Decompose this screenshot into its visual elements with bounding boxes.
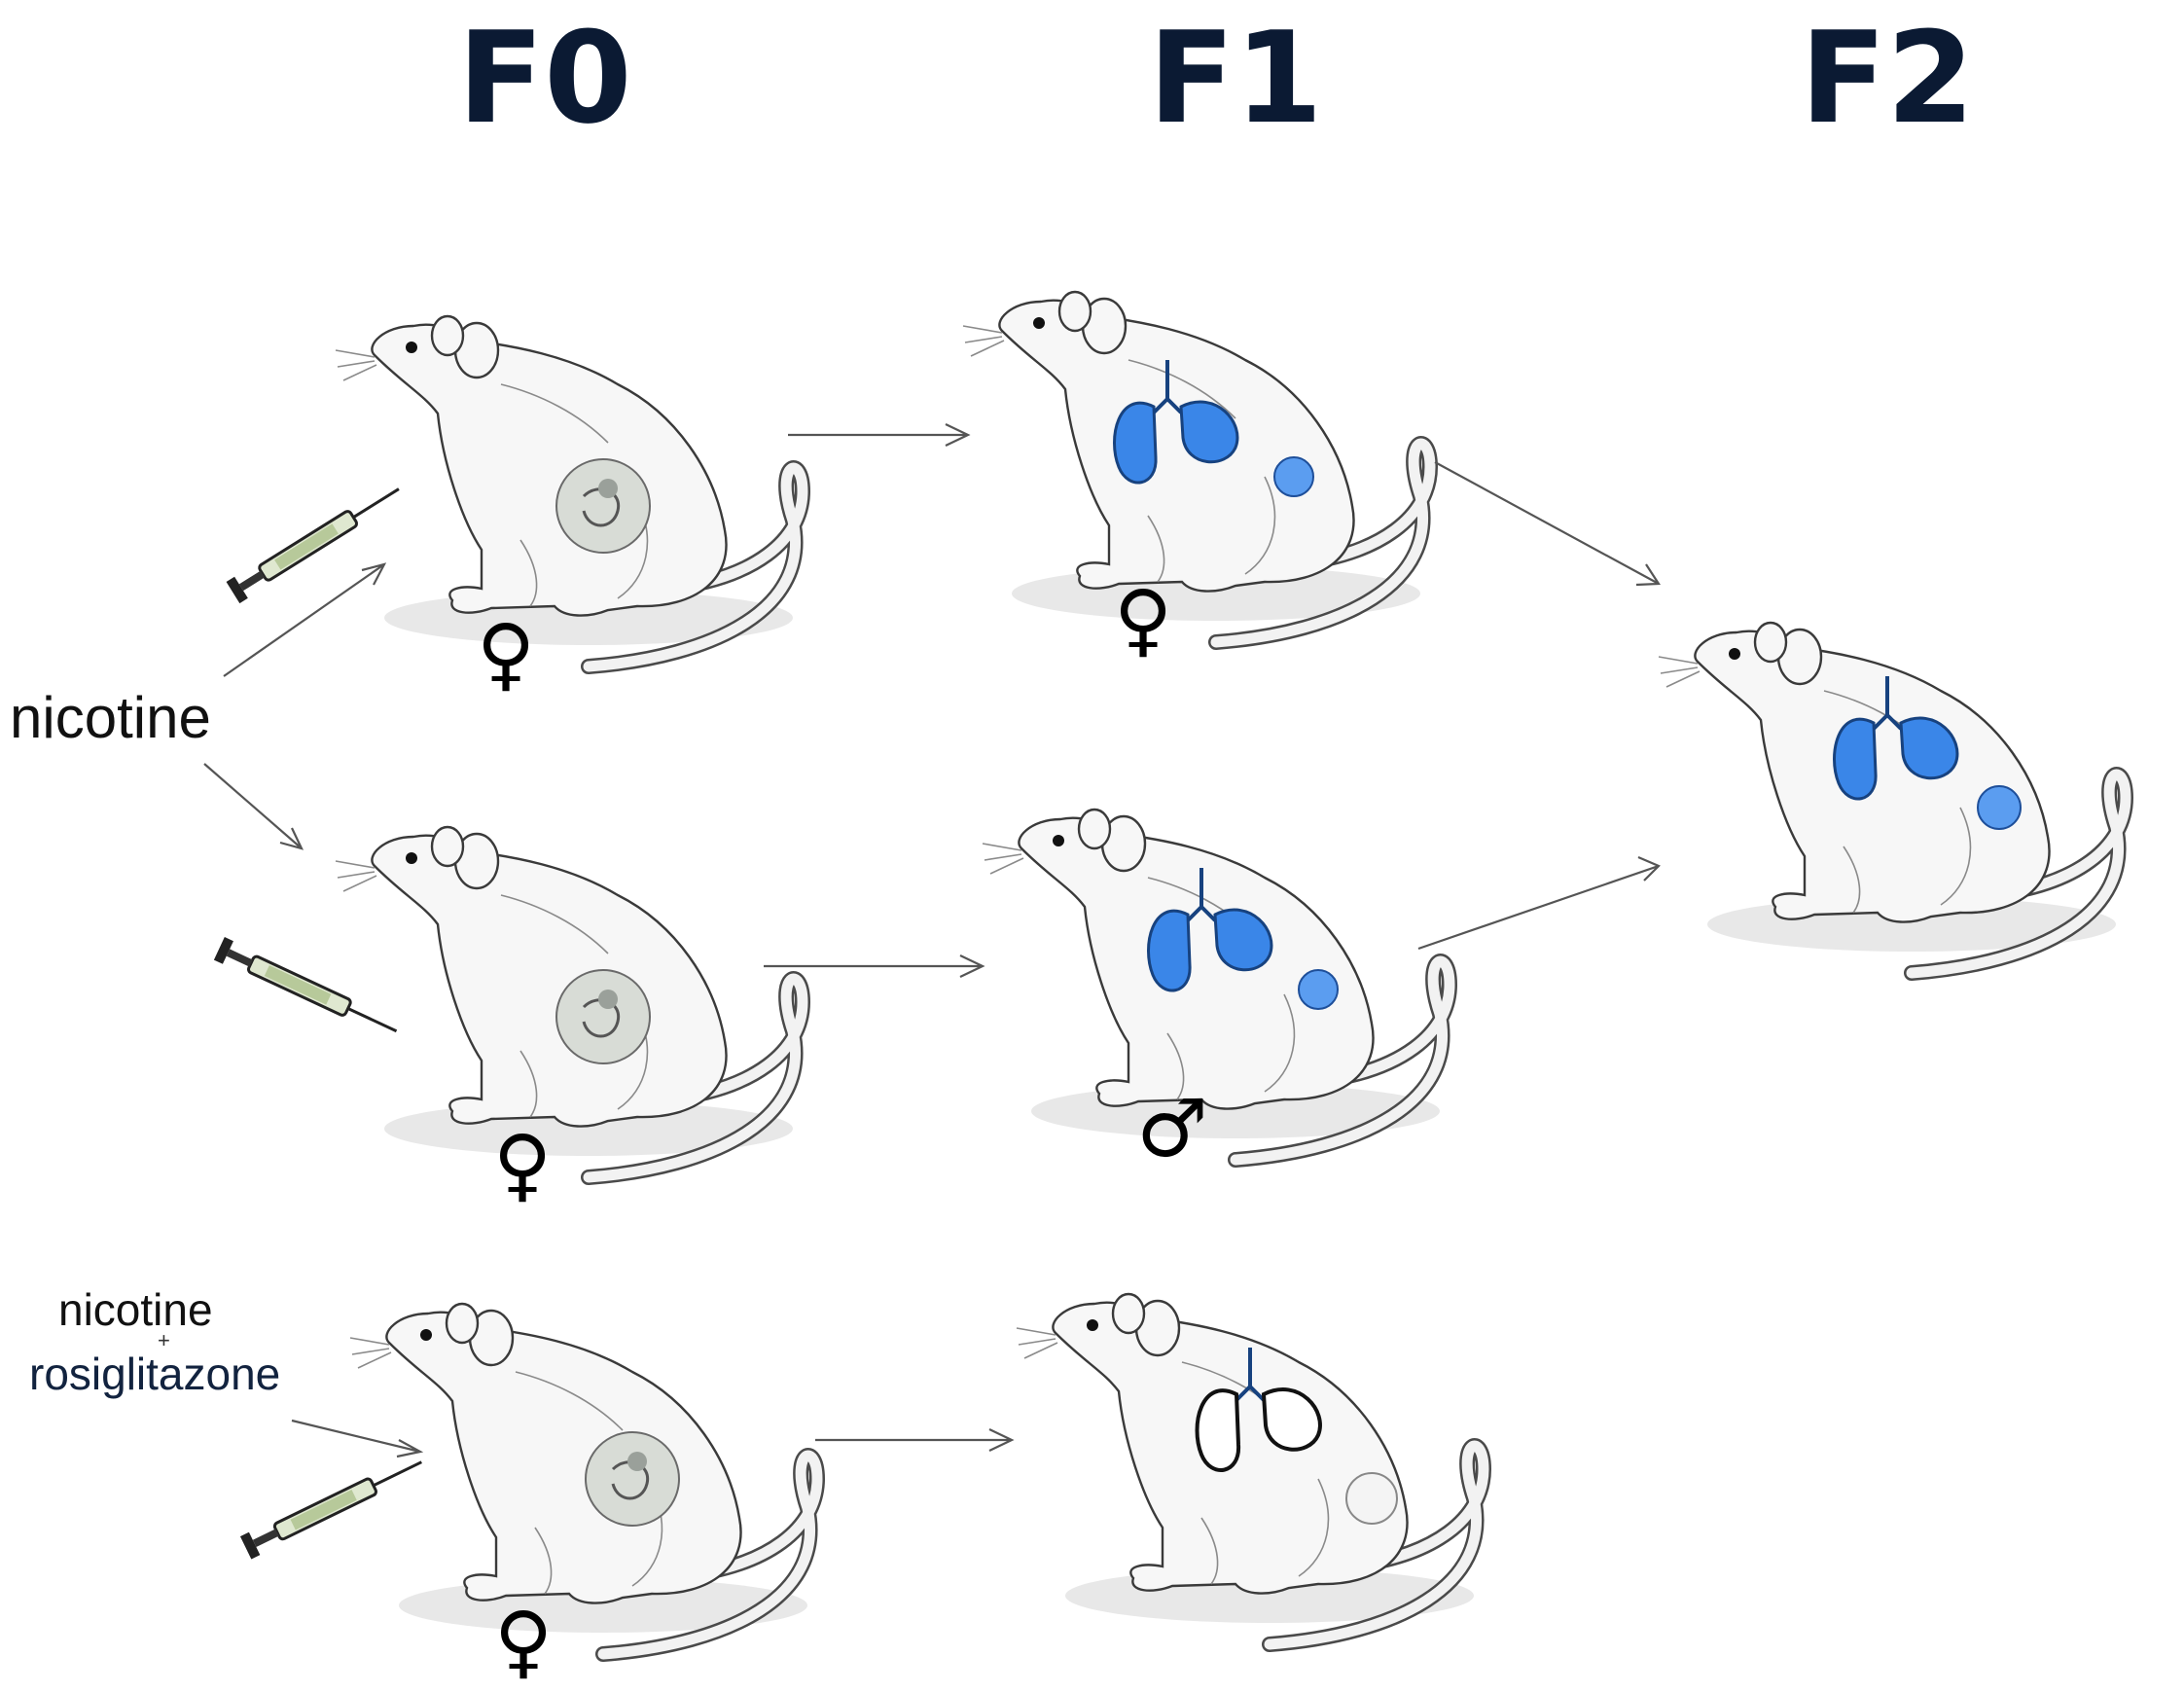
arrow-f0-f1-row3	[815, 1428, 1015, 1452]
generation-title-f0: F0	[457, 4, 631, 152]
syringe-icon	[225, 477, 408, 605]
arrow-f1-f2-row2	[1417, 855, 1661, 951]
combo-label-rosiglitazone: rosiglitazone	[29, 1349, 280, 1399]
generation-arrows	[1417, 461, 1661, 951]
arrow-f1-f2-row1	[1434, 461, 1661, 587]
rat-f0-row1	[336, 316, 803, 666]
combo-label-plus: +	[158, 1328, 170, 1352]
arrow-f0-f1-row2	[764, 954, 985, 978]
sex-symbol-female-f0-row3: ♀	[494, 1596, 553, 1688]
treatment-arrows	[203, 562, 424, 1458]
sex-symbol-female-f0-row1: ♀	[477, 608, 535, 701]
generation-title-f1: F1	[1148, 4, 1322, 152]
combo-label-nicotine: nicotine	[58, 1284, 213, 1335]
syringe-icon	[212, 935, 404, 1045]
sex-symbol-male-f1-row2: ♂	[1136, 1083, 1208, 1175]
arrow-nicotine-to-row1	[223, 562, 387, 677]
nicotine-label: nicotine	[10, 685, 211, 750]
sex-symbol-female-f0-row2: ♀	[493, 1119, 552, 1211]
sex-symbol-female-f1-row1: ♀	[1114, 574, 1172, 666]
rat-f1-row3	[1017, 1294, 1484, 1644]
rat-f0-row2	[336, 827, 803, 1177]
arrow-combo-to-row3	[291, 1419, 424, 1458]
arrow-nicotine-to-row2	[203, 763, 304, 850]
rat-f1-row2	[983, 810, 1450, 1160]
generation-title-f2: F2	[1800, 4, 1974, 152]
syringe-icon	[238, 1449, 429, 1561]
generation-arrows	[764, 423, 1015, 1452]
rat-f0-row3	[350, 1304, 817, 1654]
arrow-f0-f1-row1	[788, 423, 971, 447]
rat-f2	[1659, 623, 2126, 973]
rat-f1-row1	[963, 292, 1430, 642]
